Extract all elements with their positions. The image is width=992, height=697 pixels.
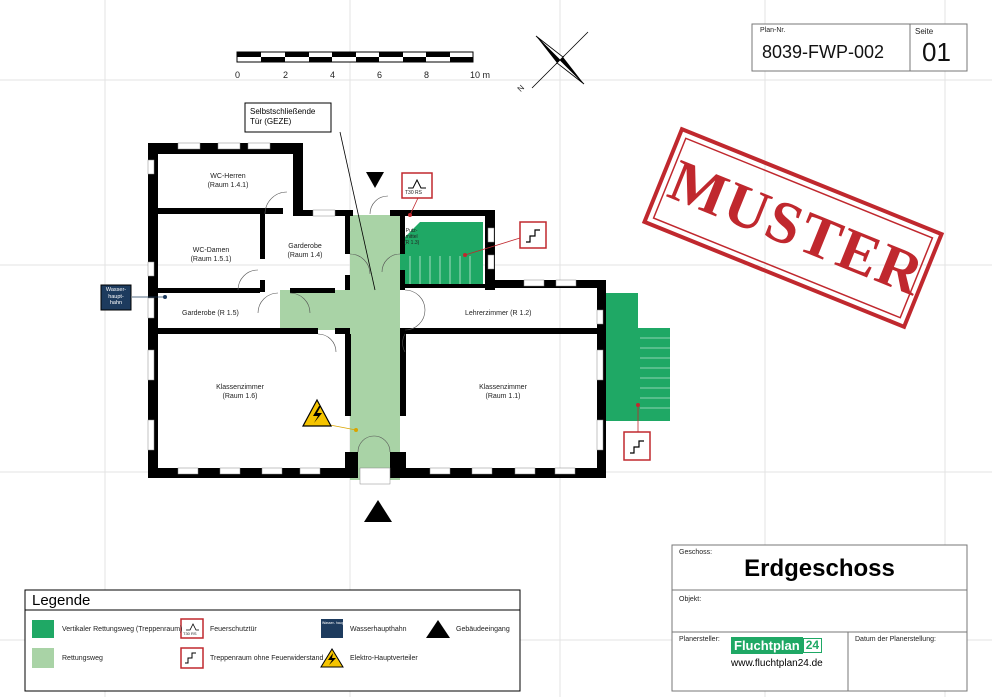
windows: [147, 142, 604, 485]
geschoss-value: Erdgeschoss: [744, 555, 895, 582]
muster-stamp: [641, 126, 945, 330]
logo-number: 24: [802, 638, 823, 653]
room-wc-herren: WC-Herren (Raum 1.4.1): [207, 173, 249, 189]
fire-door-label: T30 RS: [405, 190, 422, 196]
legend-escape-route: Rettungsweg: [62, 655, 103, 662]
legend-fire-door-icon-label: T30 RS: [183, 631, 197, 636]
logo-text: Fluchtplan: [731, 637, 803, 654]
building-entrance-icon-bottom: [364, 500, 392, 522]
legend-water-icon-label: Wasser- haupt- hahn: [322, 621, 355, 625]
electrical-distributor-icon: [301, 398, 333, 427]
room-putzmittel: Putz- mittel (R 1.3): [404, 228, 420, 246]
page-label: Seite: [915, 27, 934, 36]
room-garderobe-15: Garderobe (R 1.5): [182, 310, 239, 317]
water-main-label: Wasser- haupt- hahn: [105, 287, 127, 306]
scale-bar: [236, 51, 474, 63]
geschoss-label: Geschoss:: [679, 549, 713, 556]
stairwell-no-fire-resistance-icon: [519, 221, 651, 461]
legend-frame: [24, 589, 521, 692]
legend-electrical: Elektro-Hauptverteiler: [350, 655, 418, 662]
legend-stairwell: Treppenraum ohne Feuerwiderstand: [210, 655, 324, 662]
north-arrow-icon: [531, 31, 589, 89]
room-klassenzimmer-16: Klassenzimmer (Raum 1.6): [216, 384, 264, 400]
fluchtplan-logo: Fluchtplan 24: [731, 637, 823, 654]
plan-number-value: 8039-FWP-002: [762, 42, 885, 62]
room-klassenzimmer-11: Klassenzimmer (Raum 1.1): [479, 384, 527, 400]
callout-leader: [339, 131, 376, 291]
datum-label: Datum der Planerstellung:: [855, 636, 936, 643]
room-lehrerzimmer: Lehrerzimmer (R 1.2): [465, 310, 532, 317]
room-garderobe-14: Garderobe (Raum 1.4): [287, 243, 323, 259]
door-swings: [237, 191, 426, 453]
page-value: 01: [922, 37, 951, 67]
legend-water-main: Wasserhaupthahn: [350, 626, 407, 633]
room-wc-damen: WC-Damen (Raum 1.5.1): [190, 247, 232, 263]
objekt-label: Objekt:: [679, 596, 702, 603]
callout-box: [244, 102, 332, 133]
legend-title: Legende: [32, 592, 91, 609]
vertical-escape-route: [400, 222, 670, 421]
title-block-frame: [671, 544, 968, 692]
building-entrance-icon-top: [366, 172, 384, 188]
legend-fire-door: Feuerschutztür: [210, 626, 257, 633]
scale-tick: 8: [424, 70, 430, 80]
plan-number-frame: [751, 23, 968, 72]
plan-number-label: Plan-Nr.: [760, 27, 786, 34]
stairs-lower: [400, 255, 483, 287]
website-link[interactable]: www.fluchtplan24.de: [731, 658, 823, 669]
fire-door-icon: [401, 172, 433, 199]
callout-text: Selbstschließende Tür (GEZE): [250, 107, 316, 126]
planersteller-label: Planersteller:: [679, 636, 720, 643]
scale-tick: 0: [235, 70, 241, 80]
water-main-icon: [100, 284, 132, 311]
scale-tick: 10 m: [470, 70, 491, 80]
legend-vertical-escape: Vertikaler Rettungsweg (Treppenraum): [62, 626, 183, 633]
legend-entrance: Gebäudeeingang: [456, 626, 510, 633]
scale-tick: 4: [330, 70, 336, 80]
scale-tick: 2: [283, 70, 289, 80]
scale-tick: 6: [377, 70, 383, 80]
symbol-leaders: [409, 197, 639, 432]
